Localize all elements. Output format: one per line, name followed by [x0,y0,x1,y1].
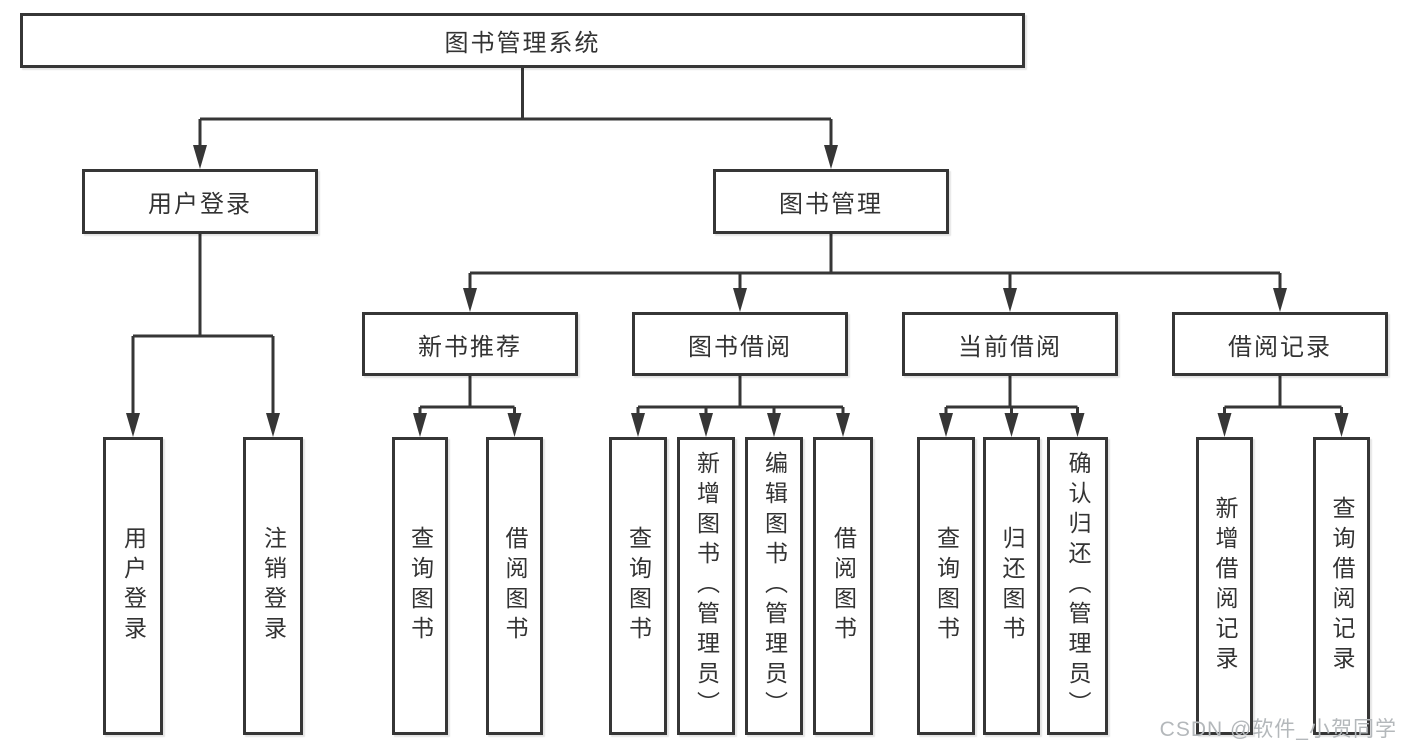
leaf-query-books-current-label: 查询图书 [933,526,960,646]
leaf-add-book-admin: 新增图书（管理员） [677,437,735,735]
leaf-return-books-label: 归还图书 [999,526,1025,646]
leaf-query-books-recommend-label: 查询图书 [407,526,434,646]
leaf-logout-label: 注销登录 [260,526,287,646]
leaf-confirm-return-admin: 确认归还（管理员） [1047,437,1108,735]
node-book-borrow: 图书借阅 [632,312,848,376]
leaf-borrow-books-recommend: 借阅图书 [486,437,543,735]
leaf-borrow-books-label: 借阅图书 [830,526,857,646]
node-new-book-recommend: 新书推荐 [362,312,578,376]
node-book-management-label: 图书管理 [779,191,883,218]
leaf-confirm-return-admin-label: 确认归还（管理员） [1065,451,1091,721]
leaf-query-borrow-record-label: 查询借阅记录 [1329,496,1355,676]
leaf-borrow-books: 借阅图书 [813,437,873,735]
leaf-logout: 注销登录 [243,437,303,735]
node-borrow-records-label: 借阅记录 [1228,333,1332,361]
node-user-login: 用户登录 [82,169,318,234]
node-book-borrow-label: 图书借阅 [688,333,792,361]
leaf-user-login: 用户登录 [103,437,163,735]
leaf-return-books: 归还图书 [983,437,1040,735]
node-borrow-records: 借阅记录 [1172,312,1388,376]
leaf-add-borrow-record: 新增借阅记录 [1196,437,1253,735]
leaf-borrow-books-recommend-label: 借阅图书 [502,526,528,646]
leaf-edit-book-admin: 编辑图书（管理员） [745,437,803,735]
leaf-add-book-admin-label: 新增图书（管理员） [693,451,720,721]
node-root-label: 图书管理系统 [444,30,601,57]
leaf-query-books-current: 查询图书 [917,437,975,735]
node-new-book-recommend-label: 新书推荐 [418,333,522,361]
leaf-query-books-borrow: 查询图书 [609,437,667,735]
leaf-add-borrow-record-label: 新增借阅记录 [1212,496,1238,676]
node-current-borrow-label: 当前借阅 [958,333,1062,361]
leaf-user-login-label: 用户登录 [120,526,147,646]
leaf-query-books-borrow-label: 查询图书 [625,526,652,646]
leaf-query-books-recommend: 查询图书 [392,437,448,735]
node-root: 图书管理系统 [20,13,1025,68]
leaf-edit-book-admin-label: 编辑图书（管理员） [761,451,788,721]
csdn-watermark: CSDN @软件_小贺同学 [1159,718,1397,741]
node-user-login-label: 用户登录 [148,191,252,218]
leaf-query-borrow-record: 查询借阅记录 [1313,437,1370,735]
node-book-management: 图书管理 [713,169,949,234]
node-current-borrow: 当前借阅 [902,312,1118,376]
